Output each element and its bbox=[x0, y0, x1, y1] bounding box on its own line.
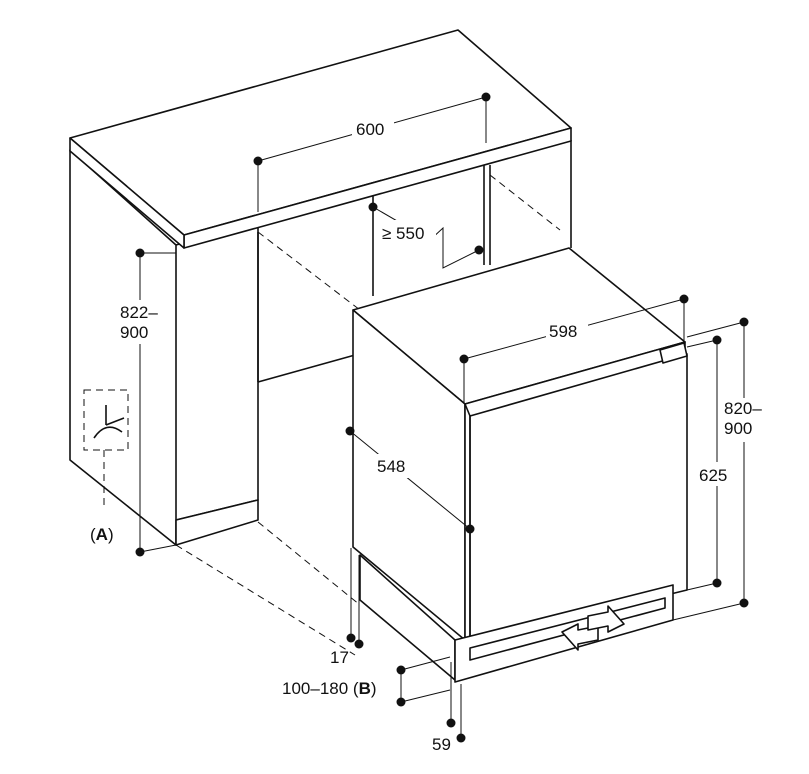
niche-footprint bbox=[175, 174, 561, 656]
label-plinth-height: 100–180 (B) bbox=[282, 679, 377, 698]
label-socket-callout: (A) bbox=[90, 525, 114, 544]
label-door-height: 625 bbox=[699, 466, 727, 485]
label-appliance-width: 598 bbox=[549, 322, 577, 341]
label-worktop-width: 600 bbox=[356, 120, 384, 139]
label-plinth-depth: 59 bbox=[432, 735, 451, 754]
cabinet-side-front bbox=[175, 221, 259, 521]
label-niche-height-2: 900 bbox=[120, 323, 148, 342]
niche-back-bottom bbox=[257, 354, 356, 383]
cabinet-plinth-left bbox=[175, 499, 259, 546]
label-appliance-depth: 548 bbox=[377, 457, 405, 476]
worktop-left-edge bbox=[69, 137, 185, 249]
label-niche-height-1: 822– bbox=[120, 303, 158, 322]
worktop bbox=[69, 29, 572, 249]
cabinet bbox=[69, 140, 572, 546]
label-plinth-setback: 17 bbox=[330, 648, 349, 667]
socket-outline bbox=[83, 389, 129, 451]
socket-marker bbox=[83, 389, 129, 505]
dimension-lines bbox=[135, 92, 749, 743]
appliance bbox=[352, 247, 688, 683]
door-handle bbox=[659, 342, 688, 364]
label-total-height-2: 900 bbox=[724, 419, 752, 438]
vent-arrow-out bbox=[587, 605, 625, 633]
socket-icon bbox=[93, 405, 125, 439]
label-total-height-1: 820– bbox=[724, 399, 762, 418]
dimension-labels: 600 ≥ 550 822– 900 598 548 820– 900 625 … bbox=[90, 116, 772, 754]
label-niche-depth: ≥ 550 bbox=[382, 224, 424, 243]
